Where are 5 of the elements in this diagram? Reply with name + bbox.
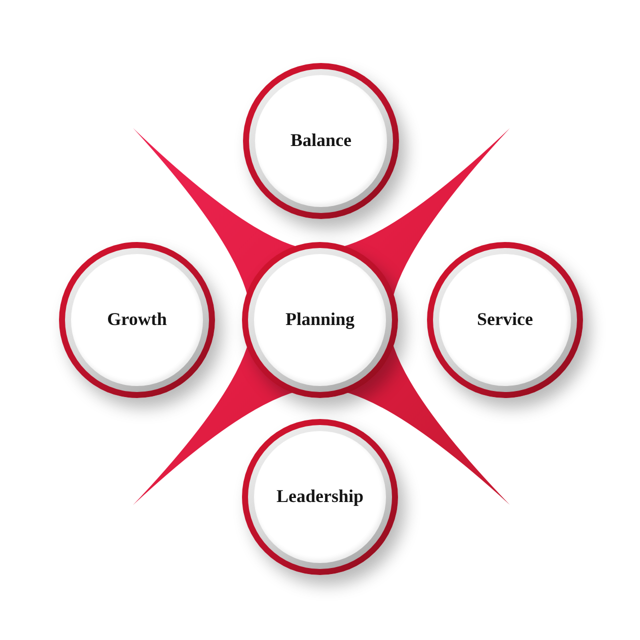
node-label: Leadership <box>276 486 364 508</box>
node-label: Planning <box>285 309 355 331</box>
node-label: Balance <box>290 130 352 152</box>
node-label: Service <box>477 309 533 331</box>
node-label: Growth <box>107 309 167 331</box>
